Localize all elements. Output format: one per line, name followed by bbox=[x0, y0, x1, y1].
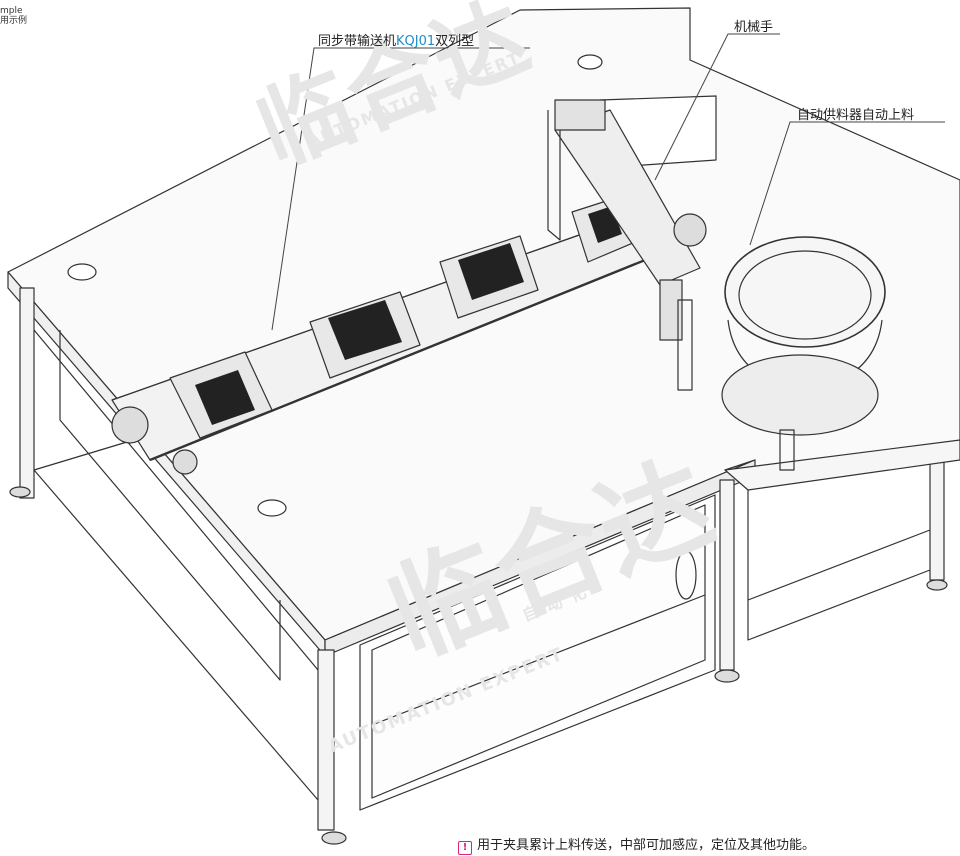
usage-note: ! 用于夹具累计上料传送，中部可加感应，定位及其他功能。 bbox=[458, 834, 815, 855]
cabinet-opening bbox=[359, 494, 716, 811]
cabinet-hole bbox=[675, 550, 697, 600]
feeder-stand bbox=[779, 429, 795, 471]
corner-caption: mple 用示例 bbox=[0, 6, 27, 26]
foot-2 bbox=[321, 831, 347, 845]
label-conveyor-model: KQJ01 bbox=[396, 34, 436, 49]
label-conveyor-suffix: 双列型 bbox=[435, 34, 475, 49]
side-frame bbox=[747, 490, 931, 641]
leader-conveyor bbox=[271, 47, 530, 331]
corner-caption-line2: 用示例 bbox=[0, 16, 28, 26]
frame-left-lower bbox=[33, 469, 319, 801]
leg-right bbox=[719, 479, 735, 671]
slot-hole-left bbox=[67, 263, 97, 281]
label-conveyor: 同步带输送机KQJ01双列型 bbox=[318, 30, 474, 49]
gantry-column bbox=[547, 110, 561, 241]
leader-feeder bbox=[749, 121, 945, 246]
side-table-top bbox=[724, 439, 960, 491]
cabinet-shelf bbox=[371, 594, 706, 726]
label-conveyor-prefix: 同步带输送机 bbox=[318, 34, 397, 49]
conveyor-rail-bottom bbox=[149, 248, 671, 462]
slot-hole-front bbox=[257, 499, 287, 517]
corner-caption-line1: mple bbox=[0, 6, 23, 16]
frame-left-inner bbox=[59, 330, 281, 681]
leg-far-right bbox=[929, 449, 945, 581]
conveyor-pulley-right bbox=[172, 449, 198, 475]
side-frame-lower bbox=[747, 529, 931, 601]
gantry-post bbox=[677, 299, 693, 391]
cabinet-inner bbox=[371, 504, 706, 799]
label-robot-arm: 机械手 bbox=[734, 20, 774, 35]
foot-3 bbox=[714, 669, 740, 683]
alert-icon: ! bbox=[458, 841, 472, 855]
slot-hole-back bbox=[577, 54, 603, 70]
feeder-bowl-inner bbox=[738, 250, 872, 340]
leg-front-left bbox=[19, 287, 35, 499]
label-feeder: 自动供料器自动上料 bbox=[797, 108, 915, 123]
gantry-head bbox=[554, 99, 606, 131]
usage-note-text: 用于夹具累计上料传送，中部可加感应，定位及其他功能。 bbox=[477, 838, 816, 853]
gantry-motor bbox=[673, 213, 707, 247]
feeder-bowl-rim bbox=[724, 236, 886, 348]
frame-left-mid bbox=[33, 329, 319, 671]
leg-front-mid bbox=[317, 649, 335, 831]
foot-1 bbox=[9, 486, 31, 498]
feeder-base bbox=[721, 354, 879, 436]
gantry-z-axis bbox=[659, 279, 683, 341]
fixture-grids bbox=[195, 206, 622, 425]
conveyor-pulley-left bbox=[111, 406, 149, 444]
leader-robot-arm bbox=[654, 33, 780, 181]
foot-4 bbox=[926, 579, 948, 591]
